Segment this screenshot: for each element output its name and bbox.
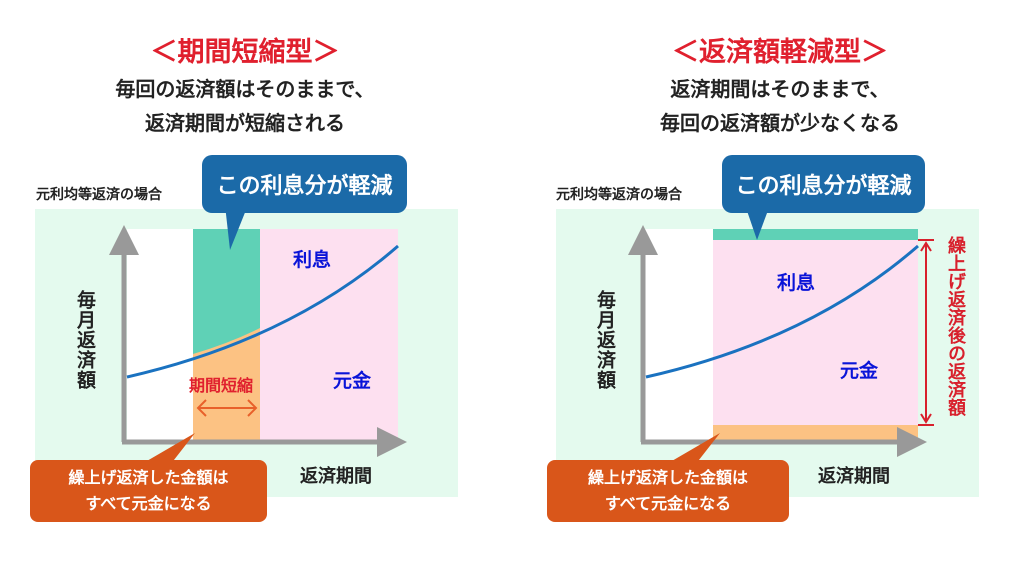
left-principal-bubble: 繰上げ返済した金額は すべて元金になる	[30, 460, 267, 522]
left-shortening-label: 期間短縮	[189, 376, 254, 395]
left-period-arrow	[196, 399, 258, 417]
right-amount-bracket	[918, 239, 934, 426]
right-payment-curve	[645, 244, 919, 379]
left-prepaid-principal-area	[193, 328, 260, 440]
left-bubble-tail	[225, 205, 248, 250]
left-subtitle-1: 毎回の返済額はそのままで、	[115, 77, 375, 101]
left-x-label: 返済期間	[300, 466, 372, 487]
left-bubble-line-1: 繰上げ返済した金額は	[68, 468, 229, 487]
right-bubble2-tail	[665, 433, 720, 465]
left-bubble2-tail	[140, 433, 195, 465]
right-caption: 元利均等返済の場合	[556, 187, 682, 203]
right-bubble-line-1: 繰上げ返済した金額は	[587, 468, 748, 487]
left-bubble-line-2: すべて元金になる	[85, 494, 212, 513]
left-caption: 元利均等返済の場合	[36, 187, 162, 203]
right-payment-area	[713, 240, 918, 425]
left-interest-label: 利息	[293, 249, 332, 271]
left-white-area	[127, 229, 193, 440]
right-white-area	[645, 229, 713, 440]
right-subtitle-2: 毎回の返済額が少なくなる	[660, 111, 900, 135]
right-x-label: 返済期間	[818, 466, 890, 487]
right-reduced-interest-area	[713, 229, 918, 240]
left-payment-curve	[126, 244, 399, 379]
right-y-label: 毎月返済額	[594, 290, 616, 390]
left-title: ＜期間短縮型＞	[150, 37, 340, 68]
right-principal-label: 元金	[840, 360, 879, 382]
left-principal-label: 元金	[333, 370, 372, 392]
left-y-label: 毎月返済額	[74, 290, 96, 390]
right-after-amount-label: 繰上げ返済後の返済額	[945, 236, 966, 416]
right-bubble-line-2: すべて元金になる	[604, 494, 732, 513]
right-subtitle-1: 返済期間はそのままで、	[670, 77, 890, 101]
right-bubble-tail	[745, 205, 770, 240]
right-prepaid-principal-area	[713, 425, 918, 440]
left-subtitle-2: 返済期間が短縮される	[145, 111, 345, 135]
right-interest-reduced-bubble: この利息分が軽減	[722, 155, 925, 213]
right-title: ＜返済額軽減型＞	[672, 37, 888, 68]
right-interest-label: 利息	[777, 272, 816, 294]
left-interest-reduced-bubble: この利息分が軽減	[202, 155, 407, 213]
right-principal-bubble: 繰上げ返済した金額は すべて元金になる	[547, 460, 789, 522]
